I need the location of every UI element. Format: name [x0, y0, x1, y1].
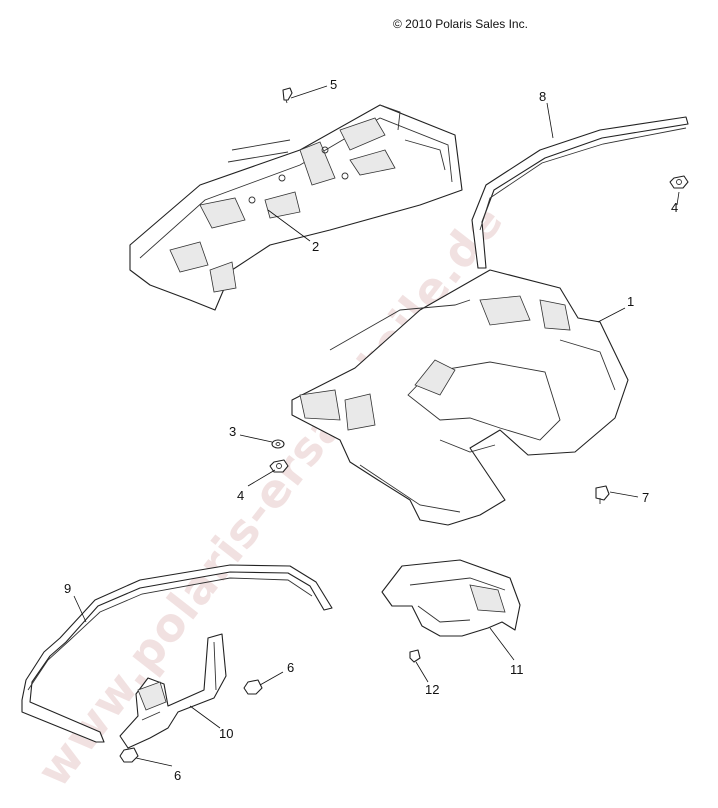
- nut-part-left[interactable]: [269, 459, 289, 473]
- washer-part[interactable]: [271, 439, 285, 449]
- nut-part-upper[interactable]: [669, 175, 689, 189]
- callout-6-upper: 6: [287, 660, 294, 675]
- rack-bar-part[interactable]: [471, 116, 689, 269]
- callout-6-lower: 6: [174, 768, 181, 783]
- rear-rack-part[interactable]: [129, 104, 463, 311]
- rivet-part-12[interactable]: [409, 649, 421, 663]
- callout-8: 8: [539, 89, 546, 104]
- callout-4-left: 4: [237, 488, 244, 503]
- push-rivet-part-7[interactable]: [595, 485, 610, 504]
- callout-7: 7: [642, 490, 649, 505]
- leader-lines: [73, 85, 680, 767]
- bolt-part-lower[interactable]: [119, 747, 139, 763]
- callout-3: 3: [229, 424, 236, 439]
- screw-part[interactable]: [282, 87, 293, 104]
- callout-4-upper: 4: [671, 200, 678, 215]
- cover-part[interactable]: [381, 559, 521, 637]
- callout-1: 1: [627, 294, 634, 309]
- rear-frame-part[interactable]: [21, 564, 333, 743]
- callout-12: 12: [425, 682, 439, 697]
- rear-fender-part[interactable]: [291, 269, 629, 526]
- bolt-part-upper[interactable]: [243, 679, 263, 695]
- bracket-part[interactable]: [119, 633, 227, 749]
- callout-11: 11: [510, 662, 524, 677]
- copyright-notice: © 2010 Polaris Sales Inc.: [393, 17, 528, 31]
- callout-10: 10: [219, 726, 233, 741]
- callout-5: 5: [330, 77, 337, 92]
- callout-9: 9: [64, 581, 71, 596]
- callout-2: 2: [312, 239, 319, 254]
